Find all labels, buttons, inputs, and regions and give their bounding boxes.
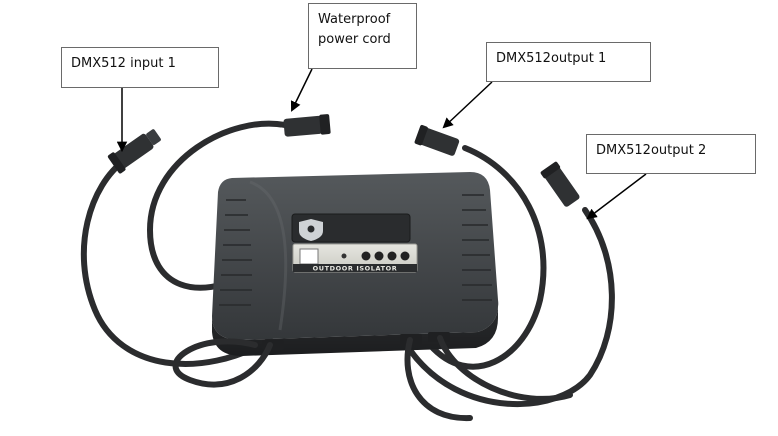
dmx-output2-connector-icon (540, 161, 580, 207)
cables (80, 120, 615, 408)
logo-plate (291, 213, 411, 243)
output1-cable (427, 145, 547, 370)
connectors (107, 114, 580, 207)
port-icon (400, 251, 410, 261)
callout-dmx-output-2: DMX512output 2 (586, 134, 756, 174)
dmx-input-connector-icon (107, 129, 161, 174)
power-connector-icon (283, 114, 331, 137)
callout-dmx-output-1: DMX512output 1 (486, 42, 651, 82)
arrow-power (290, 68, 313, 112)
indicator-light-icon (341, 253, 347, 259)
callout-text: DMX512 input 1 (71, 56, 176, 71)
port-icon (374, 251, 384, 261)
port-icon (361, 251, 371, 261)
front-panel (292, 243, 418, 273)
callout-text: DMX512output 2 (596, 143, 707, 158)
dmx-output1-connector-icon (414, 124, 460, 156)
callout-text-line1: Waterproof (318, 12, 391, 27)
callout-text: DMX512output 1 (496, 51, 607, 66)
port-icon (387, 251, 397, 261)
callout-arrows (116, 68, 647, 220)
callout-power-cord: Waterproof power cord (308, 3, 417, 69)
arrow-output1 (442, 81, 493, 129)
callout-dmx-input-1: DMX512 input 1 (61, 47, 219, 88)
power-cord-cable (146, 120, 288, 291)
callout-text-line2: power cord (318, 32, 391, 47)
input-cable (80, 157, 273, 367)
output2-cable (407, 207, 615, 408)
arrow-output2 (586, 173, 647, 220)
